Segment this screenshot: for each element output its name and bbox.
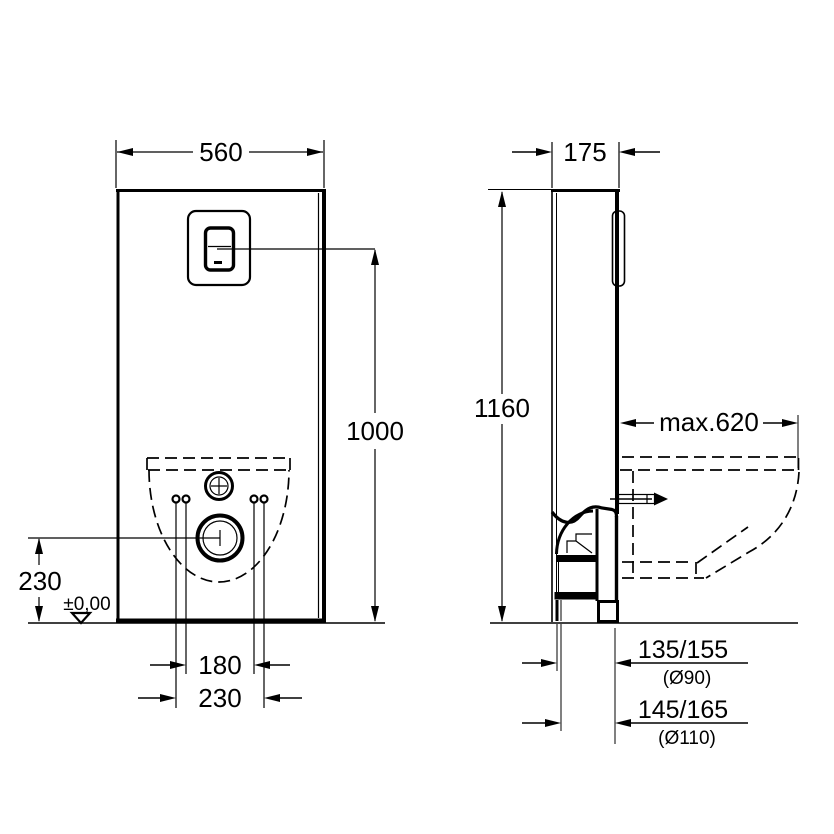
pipe-assembly bbox=[550, 505, 619, 623]
pipe-foot bbox=[597, 600, 619, 623]
dim-drain-offset-90: 135/155 (Ø90) bbox=[522, 636, 748, 689]
dim-total-height-1160: 1160 bbox=[474, 189, 552, 622]
side-bowl-dashed-outline bbox=[620, 456, 800, 579]
waste-outlet-connection bbox=[28, 513, 245, 563]
water-supply-connection bbox=[204, 471, 234, 501]
fixing-bolts bbox=[171, 494, 269, 708]
dim-flush-height-label: 1000 bbox=[346, 416, 404, 446]
dim-front-width-560: 560 bbox=[115, 137, 325, 188]
side-view bbox=[490, 189, 800, 744]
floor-level-label: ±0,00 bbox=[63, 594, 110, 615]
dim-fixing-outer-230: 230 bbox=[138, 683, 302, 713]
dim-max-projection-620: max.620 bbox=[620, 407, 799, 468]
dim-total-height-label: 1160 bbox=[474, 393, 530, 423]
floor-level-marker: ±0,00 bbox=[63, 594, 111, 625]
dim-fixing-inner-label: 180 bbox=[198, 650, 241, 680]
dim-fixing-inner-180: 180 bbox=[150, 650, 290, 680]
dim-fixing-outer-label: 230 bbox=[198, 683, 241, 713]
panel-foot-curve bbox=[550, 505, 619, 524]
dim-outlet-height-230: 230 bbox=[18, 538, 62, 622]
dim-front-width-label: 560 bbox=[199, 137, 242, 167]
dim-outlet-height-label: 230 bbox=[18, 566, 61, 596]
flow-arrow-icon bbox=[654, 492, 668, 506]
dim-flush-height-1000: 1000 bbox=[346, 249, 404, 622]
dim-max-projection-label: max.620 bbox=[659, 407, 759, 437]
dim-drain-dia-90-label: (Ø90) bbox=[663, 668, 712, 689]
flush-pipe-stub bbox=[610, 492, 668, 506]
dim-drain-offset-110-label: 145/165 bbox=[638, 696, 728, 724]
level-triangle-icon bbox=[69, 611, 93, 625]
dim-side-depth-175: 175 bbox=[512, 137, 660, 188]
dim-drain-dia-110-label: (Ø110) bbox=[658, 728, 716, 749]
front-bowl-dashed-outline bbox=[146, 457, 291, 583]
dim-side-depth-label: 175 bbox=[563, 137, 606, 167]
elbow-bend bbox=[555, 509, 594, 555]
dim-drain-offset-110: 145/165 (Ø110) bbox=[522, 696, 748, 749]
front-view bbox=[28, 189, 385, 708]
flush-plate bbox=[186, 209, 252, 287]
dim-drain-offset-90-label: 135/155 bbox=[638, 636, 728, 664]
